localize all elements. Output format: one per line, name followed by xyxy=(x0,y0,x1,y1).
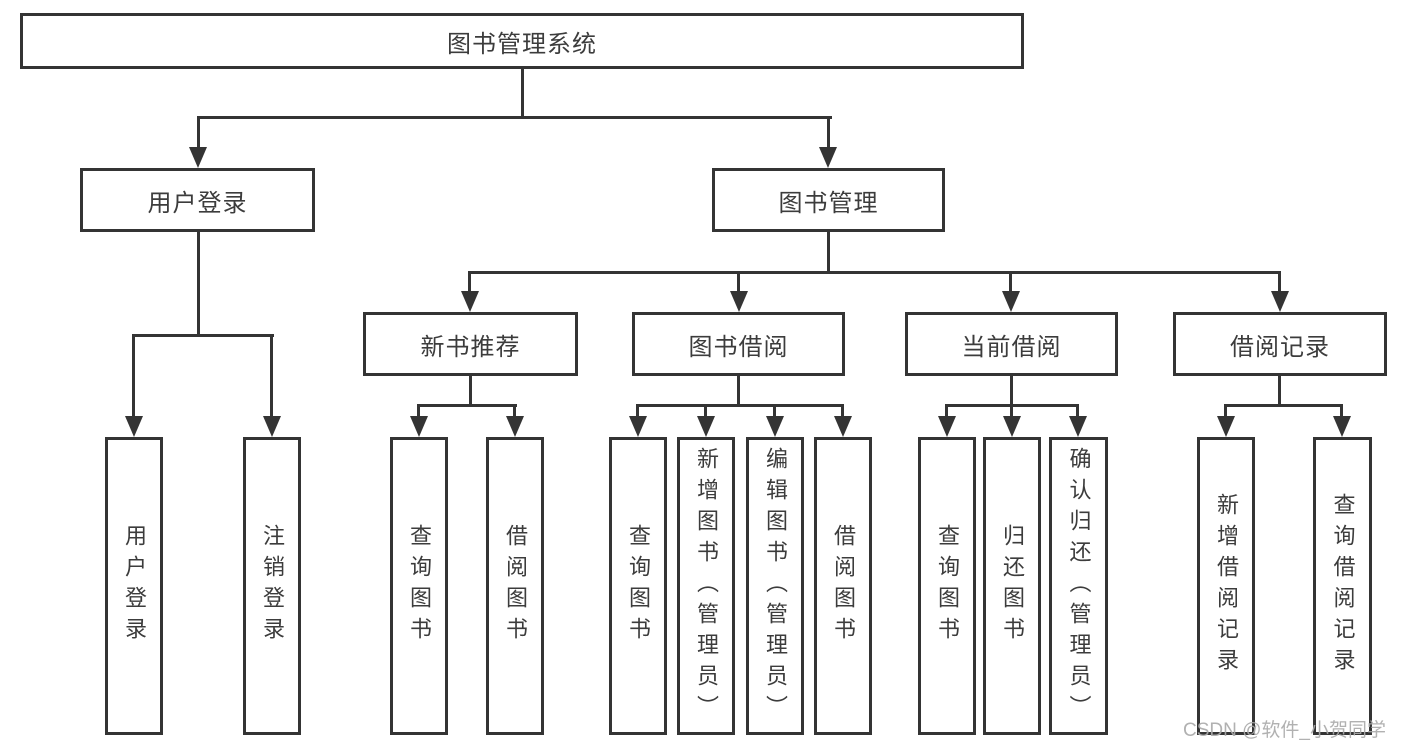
node-new-book-recommend: 新书推荐 xyxy=(363,312,578,376)
connector-line xyxy=(1224,404,1227,418)
leaf-borrow-books-2: 借阅图书 xyxy=(814,437,872,735)
node-label: 新书推荐 xyxy=(420,333,521,361)
connector-line xyxy=(197,116,832,119)
connector-line xyxy=(637,404,844,407)
arrow-down-icon xyxy=(461,291,479,312)
connector-line xyxy=(1010,376,1013,406)
node-label: 归还图书 xyxy=(1000,524,1025,648)
node-label: 查询图书 xyxy=(626,524,651,648)
connector-line xyxy=(468,271,471,293)
node-label: 用户登录 xyxy=(147,189,248,217)
leaf-query-books-3: 查询图书 xyxy=(918,437,976,735)
node-label: 查询借阅记录 xyxy=(1330,493,1356,679)
node-label: 借阅记录 xyxy=(1230,333,1330,361)
arrow-down-icon xyxy=(697,416,715,437)
arrow-down-icon xyxy=(1002,291,1020,312)
arrow-down-icon xyxy=(263,416,281,437)
arrow-down-icon xyxy=(125,416,143,437)
connector-line xyxy=(197,232,200,336)
connector-line xyxy=(417,404,420,418)
node-label: 图书管理系统 xyxy=(447,30,597,58)
node-label: 借阅图书 xyxy=(503,524,528,648)
connector-line xyxy=(270,334,273,418)
leaf-user-login: 用户登录 xyxy=(105,437,163,735)
connector-line xyxy=(469,376,472,406)
connector-line xyxy=(841,404,844,418)
node-label: 当前借阅 xyxy=(961,333,1062,361)
leaf-return-book: 归还图书 xyxy=(983,437,1041,735)
arrow-down-icon xyxy=(189,147,207,168)
leaf-borrow-books: 借阅图书 xyxy=(486,437,544,735)
leaf-edit-book-admin: 编辑图书（管理员） xyxy=(746,437,804,735)
node-label: 编辑图书（管理员） xyxy=(763,446,788,726)
connector-line xyxy=(469,271,1281,274)
node-book-borrow: 图书借阅 xyxy=(632,312,845,376)
arrow-down-icon xyxy=(1003,416,1021,437)
arrow-down-icon xyxy=(506,416,524,437)
arrow-down-icon xyxy=(819,147,837,168)
connector-line xyxy=(132,334,135,418)
arrow-down-icon xyxy=(1069,416,1087,437)
node-label: 注销登录 xyxy=(260,524,285,648)
connector-line xyxy=(827,116,830,149)
connector-line xyxy=(704,404,707,418)
arrow-down-icon xyxy=(1217,416,1235,437)
connector-line xyxy=(636,404,639,418)
leaf-confirm-return-admin: 确认归还（管理员） xyxy=(1049,437,1108,735)
arrow-down-icon xyxy=(410,416,428,437)
connector-line xyxy=(945,404,948,418)
connector-line xyxy=(827,232,830,273)
node-label: 图书管理 xyxy=(778,189,879,217)
leaf-add-borrow-record: 新增借阅记录 xyxy=(1197,437,1255,735)
arrow-down-icon xyxy=(1333,416,1351,437)
node-label: 新增图书（管理员） xyxy=(694,446,719,726)
node-label: 图书借阅 xyxy=(688,333,789,361)
node-borrow-record: 借阅记录 xyxy=(1173,312,1387,376)
node-current-borrow: 当前借阅 xyxy=(905,312,1118,376)
node-label: 借阅图书 xyxy=(831,524,856,648)
connector-line xyxy=(1278,376,1281,406)
connector-line xyxy=(133,334,274,337)
connector-line xyxy=(1278,271,1281,293)
leaf-add-book-admin: 新增图书（管理员） xyxy=(677,437,735,735)
node-user-login: 用户登录 xyxy=(80,168,315,232)
connector-line xyxy=(737,376,740,406)
connector-line xyxy=(418,404,517,407)
node-label: 用户登录 xyxy=(122,524,147,648)
leaf-query-books: 查询图书 xyxy=(390,437,448,735)
leaf-query-books-2: 查询图书 xyxy=(609,437,667,735)
connector-line xyxy=(1340,404,1343,418)
arrow-down-icon xyxy=(834,416,852,437)
node-label: 确认归还（管理员） xyxy=(1066,446,1092,726)
node-label: 新增借阅记录 xyxy=(1214,493,1239,679)
leaf-query-borrow-record: 查询借阅记录 xyxy=(1313,437,1372,735)
arrow-down-icon xyxy=(629,416,647,437)
arrow-down-icon xyxy=(766,416,784,437)
connector-line xyxy=(773,404,776,418)
connector-line xyxy=(1010,404,1013,418)
connector-line xyxy=(737,271,740,293)
connector-line xyxy=(197,116,200,149)
csdn-watermark: CSDN @软件_小贺同学 xyxy=(1183,720,1386,741)
leaf-logout: 注销登录 xyxy=(243,437,301,735)
connector-line xyxy=(1076,404,1079,418)
node-label: 查询图书 xyxy=(407,524,432,648)
connector-line xyxy=(513,404,516,418)
arrow-down-icon xyxy=(1271,291,1289,312)
node-label: 查询图书 xyxy=(935,524,960,648)
node-library-management-system: 图书管理系统 xyxy=(20,13,1024,69)
node-book-management: 图书管理 xyxy=(712,168,945,232)
connector-line xyxy=(521,67,524,118)
arrow-down-icon xyxy=(938,416,956,437)
connector-line xyxy=(1225,404,1343,407)
arrow-down-icon xyxy=(730,291,748,312)
connector-line xyxy=(1009,271,1012,293)
